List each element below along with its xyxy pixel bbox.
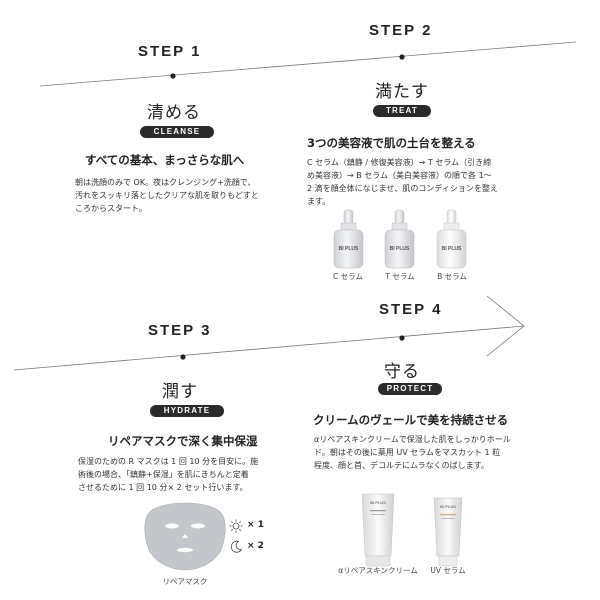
step3-description: 保湿のための R マスクは 1 回 10 分を目安に。施 術後の場合、「鎮静+保… (78, 455, 298, 494)
step1-label: STEP 1 (138, 43, 202, 60)
step3-line: させるために 1 回 10 分× 2 セット行います。 (78, 483, 248, 492)
uv-serum-caption: UV セラム (430, 566, 466, 575)
sun-icon (229, 519, 243, 533)
step2-label: STEP 2 (369, 22, 433, 39)
c-serum-bottle: BI PLUS (333, 209, 364, 269)
product-logo: BI PLUS (390, 246, 410, 252)
bottom-arrow-line (13, 325, 525, 371)
step1-dot (170, 73, 176, 79)
step4-heading: クリームのヴェールで美を持続させる (313, 413, 509, 427)
step2-title: 満たす (375, 82, 429, 102)
step2-badge: TREAT (373, 105, 431, 117)
serum-bottles: BI PLUS BI PLUS BI PLUS (333, 209, 467, 269)
step3-heading: リペアマスクで深く集中保湿 (108, 434, 258, 448)
step3-dot (180, 354, 186, 360)
step4-dot (399, 335, 405, 341)
step2-line: ます。 (307, 197, 331, 206)
uv-serum-tube: BI PLUS (433, 497, 463, 567)
step1-badge: CLEANSE (140, 126, 214, 138)
moon-count: × 2 (247, 541, 264, 551)
product-logo: BI PLUS (339, 246, 359, 252)
step2-line: C セラム（鎮静 / 修復美容液）→ T セラム（引き締 (307, 158, 492, 167)
step2-heading: 3つの美容液で肌の土台を整える (307, 136, 476, 150)
t-serum-caption: T セラム (385, 272, 415, 281)
t-serum-bottle: BI PLUS (384, 209, 415, 269)
step1-heading: すべての基本、まっさらな肌へ (85, 153, 245, 167)
face-mask-icon (144, 502, 226, 571)
step1-line: 汚れをスッキリ落としたクリアな肌を取りもどすと (75, 191, 259, 200)
c-serum-caption: C セラム (333, 272, 363, 281)
step3-label: STEP 3 (148, 322, 212, 339)
step3-line: 保湿のための R マスクは 1 回 10 分を目安に。施 (78, 457, 259, 466)
step1-description: 朝は洗顔のみで OK。夜はクレンジング+洗顔で、 汚れをスッキリ落としたクリアな… (75, 176, 295, 215)
b-serum-caption: B セラム (437, 272, 467, 281)
cream-caption: αリペアスキンクリーム (338, 566, 418, 575)
step2-line: 2 滴を顔全体になじませ、肌のコンディションを整え (307, 184, 498, 193)
step4-label: STEP 4 (379, 301, 443, 318)
top-divider-line (39, 41, 577, 87)
product-logo: BI PLUS (440, 504, 456, 509)
step3-line: 術後の場合、「鎮静+保湿」を肌にきちんと定着 (78, 470, 249, 479)
step1-title: 清める (147, 103, 201, 123)
step4-title: 守る (384, 362, 420, 382)
step3-title: 潤す (162, 382, 198, 402)
product-logo: BI PLUS (370, 500, 386, 505)
mask-caption: リペアマスク (162, 577, 208, 586)
step1-line: ころからスタート。 (75, 204, 147, 213)
b-serum-bottle: BI PLUS (436, 209, 467, 269)
sun-count: × 1 (247, 520, 264, 530)
product-logo: BI PLUS (442, 246, 462, 252)
step4-badge: PROTECT (378, 383, 442, 395)
step2-line: め美容液）→ B セラム（美白美容液）の順で各 1～ (307, 171, 492, 180)
step1-line: 朝は洗顔のみで OK。夜はクレンジング+洗顔で、 (75, 178, 256, 187)
step2-description: C セラム（鎮静 / 修復美容液）→ T セラム（引き締 め美容液）→ B セラ… (307, 156, 537, 208)
step4-description: αリペアスキンクリームで保湿した肌をしっかりホール ド。朝はその後に薬用 UV … (314, 433, 544, 472)
step4-line: 程度、顔と首、デコルテにムラなくのばします。 (314, 461, 489, 470)
cream-tube: BI PLUS (361, 493, 395, 567)
step4-line: αリペアスキンクリームで保湿した肌をしっかりホール (314, 435, 511, 444)
step4-line: ド。朝はその後に薬用 UV セラムをマスカット 1 粒 (314, 448, 501, 457)
arrow-head (486, 295, 525, 357)
step2-dot (399, 54, 405, 60)
step3-badge: HYDRATE (150, 405, 224, 417)
moon-icon (230, 540, 243, 553)
